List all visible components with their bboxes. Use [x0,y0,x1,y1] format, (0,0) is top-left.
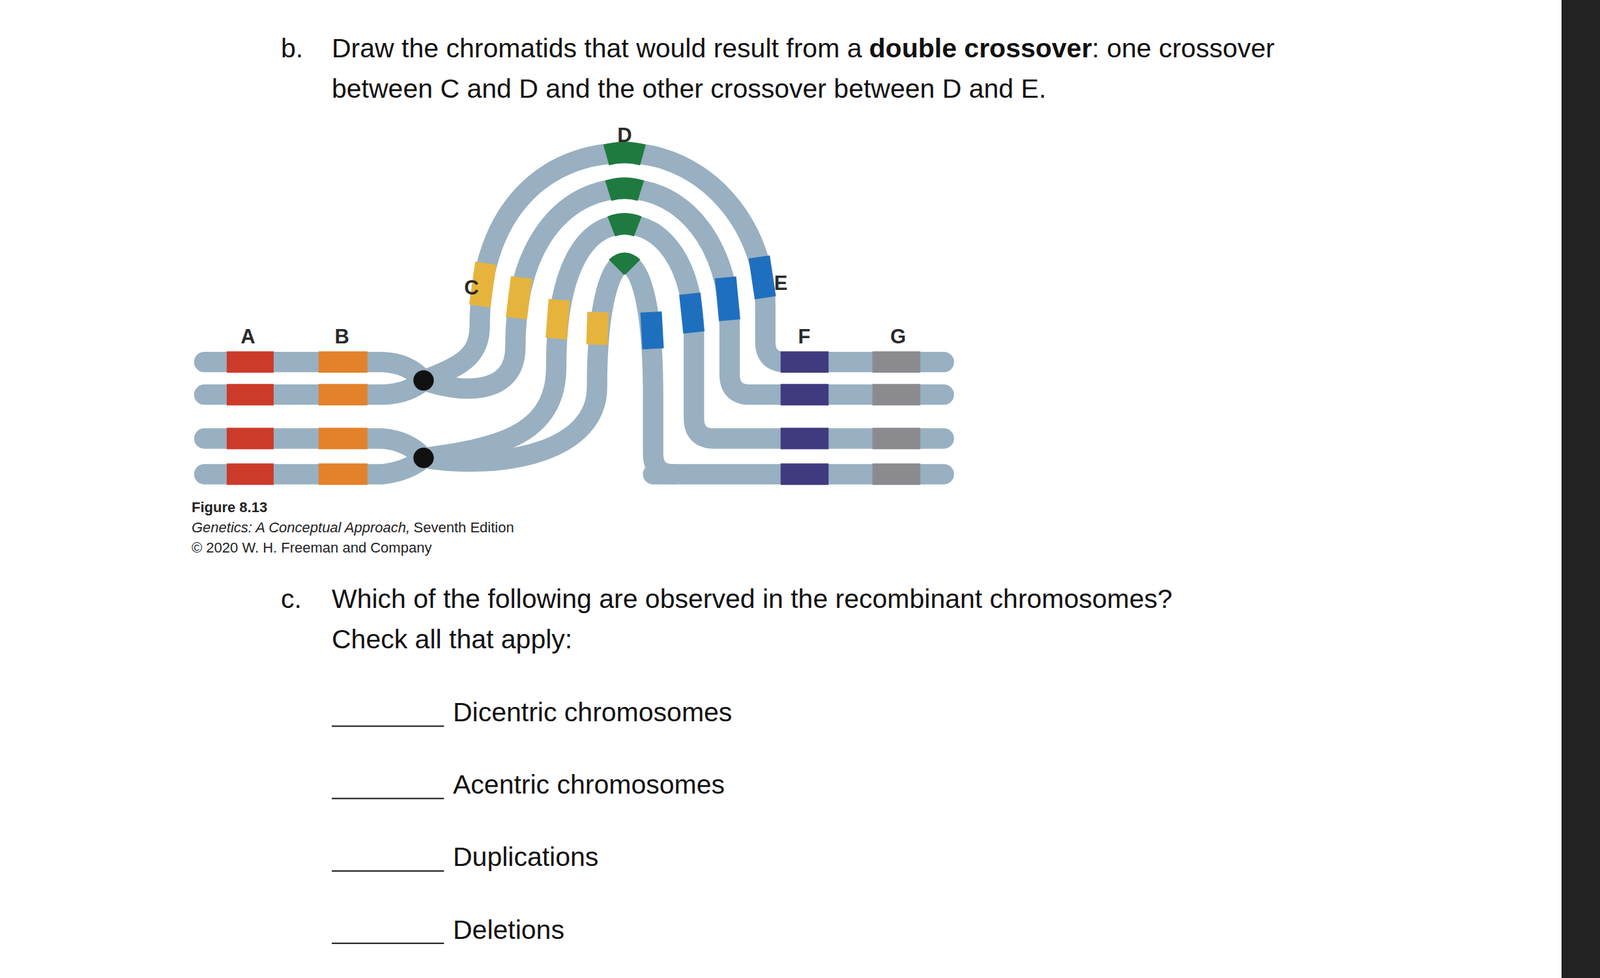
gene-label: D [617,123,632,148]
chromatids [203,153,944,475]
centromeres [413,370,434,468]
gene-label: A [240,325,255,349]
page-edge-bar [1561,0,1600,978]
question-letter: b. [280,28,304,69]
gene-bands [226,152,921,475]
gene-label: C [464,276,479,300]
gene-label: F [798,325,811,349]
question-text: Draw the chromatids that would result fr… [331,28,1310,109]
book-title: Genetics: A Conceptual Approach, [191,519,410,536]
question-letter: c. [280,578,302,620]
question-text: Which of the following are observed in t… [331,578,1193,660]
answer-option: Duplications [452,836,599,878]
answer-blanks [331,726,444,944]
answer-option: Dicentric chromosomes [452,692,732,733]
answer-option: Deletions [452,909,565,951]
answer-option: Acentric chromosomes [452,764,725,805]
question-part: Draw the chromatids that would result fr… [331,33,863,64]
gene-label: G [890,325,906,349]
figure-number: Figure 8.13 [191,497,268,518]
book-edition: Seventh Edition [413,519,515,536]
gene-label: B [334,325,349,349]
gene-label: E [774,271,788,296]
figure-source: Genetics: A Conceptual Approach,Seventh … [191,517,515,538]
question-emphasis: double crossover [869,33,1093,64]
copyright: © 2020 W. H. Freeman and Company [191,537,432,558]
